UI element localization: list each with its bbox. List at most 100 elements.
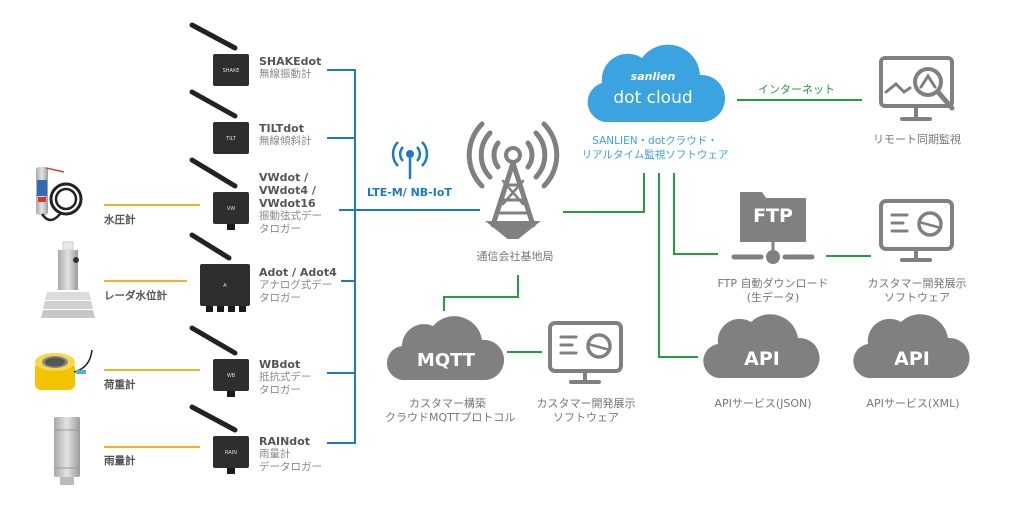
sensor-label-radar-water-level: レーダ水位計 [104,290,167,302]
api-json-icon-text: API [744,348,780,370]
cell-tower-icon [466,121,560,239]
device-label-raindot: RAINdot 雨量計 データロガー [259,435,322,474]
sensor-label-rain-gauge: 雨量計 [104,455,136,467]
device-desc: 抵抗式デー [259,371,312,383]
radar-water-level-icon [41,241,95,318]
device-name: TILTdot [259,122,304,135]
cloud-caption-line1: SANLIEN・dotクラウド・ [592,135,718,147]
device-raindot-icon: RAIN [189,404,249,474]
device-body [200,264,250,306]
api-xml-label: APIサービス(XML) [866,397,960,410]
device-shakedot-icon: SHAKE [189,22,249,86]
ftp-software-label: カスタマー開発展示 ソフトウェア [857,277,977,305]
device-name: VWdot4 / [259,184,316,197]
sensor-label-load-cell: 荷重計 [104,379,136,391]
device-desc: 無線傾斜計 [259,135,312,147]
connector-icon [227,224,235,230]
mqtt-icon-text: MQTT [416,350,476,371]
device-badge: VW [227,206,235,212]
remote-monitoring-icon [879,56,955,121]
antenna-icon [189,157,238,189]
connector-icon [217,306,224,312]
device-name: WBdot [259,358,301,371]
device-desc: タロガー [259,223,301,235]
device-name: Adot / Adot4 [259,266,337,279]
device-name: VWdot / [259,171,309,184]
device-label-adot: Adot / Adot4 アナログ式デー タロガー [259,266,337,305]
device-desc: 雨量計 [259,448,291,460]
device-desc: アナログ式デー [259,279,333,291]
device-name: RAINdot [259,435,310,448]
internet-label: インターネット [758,83,835,96]
link-tower-mqtt [443,275,519,311]
device-label-shakedot: SHAKEdot 無線振動計 [259,55,321,81]
cloud-caption: SANLIEN・dotクラウド・ リアルタイム監視ソフトウェア [575,134,735,162]
device-badge: A [223,283,227,289]
connector-icon [239,306,246,312]
tower-label: 通信会社基地局 [476,250,554,263]
cloud-caption-line2: リアルタイム監視ソフトウェア [581,149,729,161]
connector-icon [227,468,235,474]
api-json-label: APIサービス(JSON) [714,397,812,410]
sensor-label-water-pressure: 水圧計 [104,214,136,226]
link-tower-cloud [563,173,645,213]
cloud-links [443,99,871,358]
mqtt-label-line1: カスタマー構築 [409,397,486,410]
rain-gauge-icon [54,417,80,485]
device-label-tiltdot: TILTdot 無線傾斜計 [259,122,312,148]
software-monitor-icon [548,321,623,384]
mqtt-software-line2: ソフトウェア [553,411,619,424]
ftp-server-icon [731,192,815,264]
sensor-links [104,204,200,448]
mqtt-label: カスタマー構築 クラウドMQTTプロトコル [385,397,516,425]
device-badge: WB [227,373,236,379]
device-desc: データロガー [259,461,322,473]
device-body [213,54,249,86]
ftp-label-line1: FTP 自動ダウンロード [717,277,829,290]
device-desc: タロガー [259,292,301,304]
link-cloud-ftp [673,173,718,255]
device-body [213,192,249,224]
device-name: SHAKEdot [259,55,322,68]
ftp-label: FTP 自動ダウンロード (生データ) [713,277,833,305]
device-badge: RAIN [225,450,237,456]
remote-monitoring-label: リモート同期監視 [873,133,961,146]
antenna-icon [189,232,232,261]
wireless-signal-icon [391,141,429,179]
device-tiltdot-icon: TILT [189,89,249,154]
connector-icon [227,391,235,397]
device-body [213,122,249,154]
software-monitor-icon [879,199,954,262]
load-cell-icon [35,349,93,390]
cloud-brand-logo: sanlien [630,70,676,83]
connector-icon [228,306,235,312]
ftp-icon-text: FTP [753,205,793,227]
link-cloud-api [658,173,698,358]
api-xml-icon-text: API [894,348,930,370]
ftp-label-line2: (生データ) [746,291,800,304]
antenna-icon [189,22,238,51]
device-badge: TILT [225,136,237,142]
ftp-software-line1: カスタマー開発展示 [867,277,967,290]
api-cloud-icon-xml [853,314,970,379]
device-label-wbdot: WBdot 抵抗式デー タロガー [259,358,312,397]
antenna-icon [189,404,238,433]
device-label-vwdot: VWdot / VWdot4 / VWdot16 振動弦式デー タロガー [259,171,322,236]
wireless-label: LTE-M/ NB-IoT [367,186,452,199]
connector-icon [206,306,213,312]
cloud-title: dot cloud [613,88,693,108]
device-desc: 振動弦式デー [259,210,322,222]
dot-cloud-icon [587,44,726,122]
device-body [213,436,249,468]
ftp-software-line2: ソフトウェア [884,291,950,304]
mqtt-label-line2: クラウドMQTTプロトコル [385,411,516,424]
device-links [327,69,480,444]
device-name: VWdot16 [259,197,316,210]
antenna-icon [189,89,238,119]
mqtt-software-line1: カスタマー開発展示 [536,397,636,410]
device-badge: SHAKE [223,68,240,74]
mqtt-software-label: カスタマー開発展示 ソフトウェア [526,397,646,425]
api-cloud-icon-json [703,314,820,379]
device-adot-icon: A [189,232,250,312]
